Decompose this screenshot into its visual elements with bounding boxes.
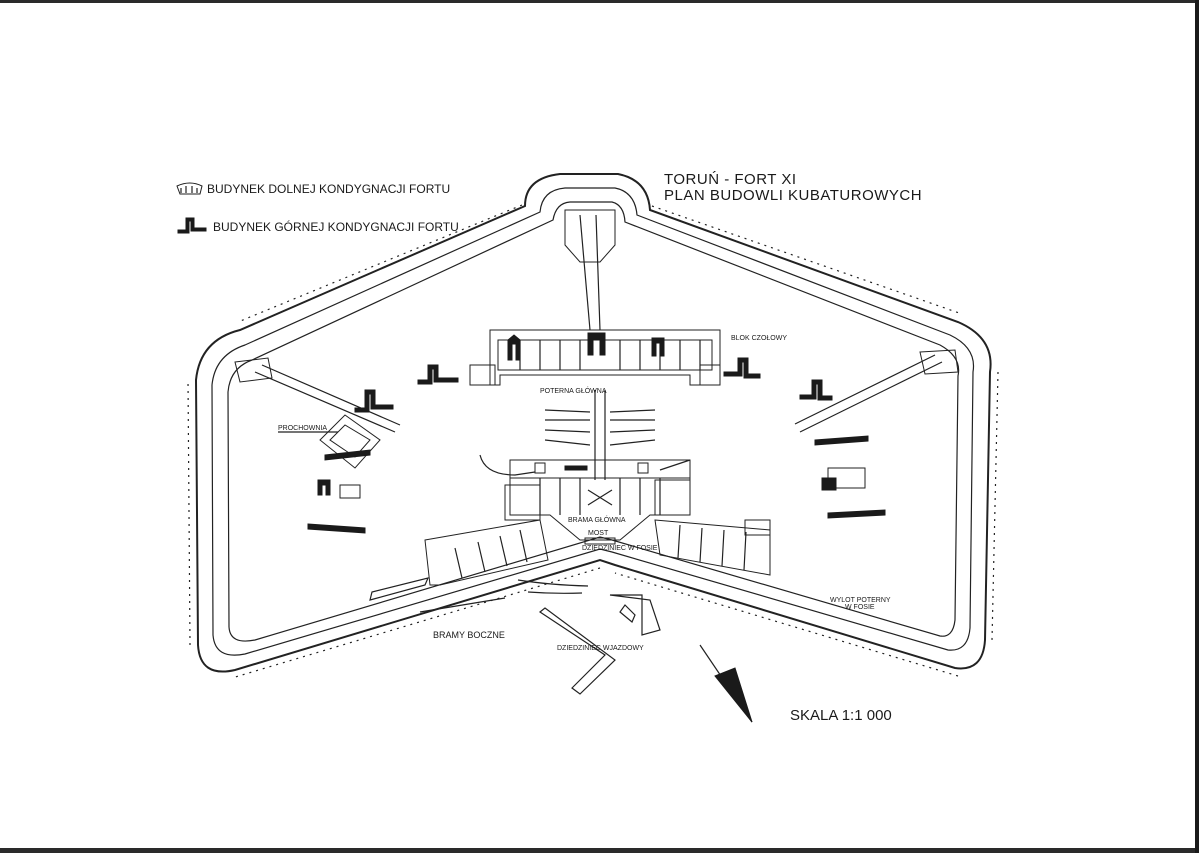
right-wing-barracks xyxy=(654,479,771,576)
upper-floor-shelters xyxy=(354,357,833,413)
scale-label: SKALA 1:1 000 xyxy=(790,707,892,724)
poterna-glowna xyxy=(479,209,691,480)
upper-floor-symbol xyxy=(177,217,207,234)
north-arrow xyxy=(699,644,753,723)
legend-symbols xyxy=(176,182,207,234)
title-line-1: TORUŃ - FORT XI xyxy=(664,171,797,188)
gorge-lines xyxy=(369,577,661,695)
label-wylot-poterny: WYLOT POTERNY xyxy=(830,597,891,604)
legend-upper-floor-label: BUDYNEK GÓRNEJ KONDYGNACJI FORTU xyxy=(213,219,459,234)
fort-outline xyxy=(187,173,999,679)
label-dziedziniec-wjazdowy: DZIEDZINIEC WJAZDOWY xyxy=(557,645,644,652)
prochownia-building xyxy=(319,414,381,469)
label-brama-glowna: BRAMA GŁÓWNA xyxy=(568,515,626,524)
title-line-2: PLAN BUDOWLI KUBATUROWYCH xyxy=(664,187,922,204)
label-blok-czolowy: BLOK CZOŁOWY xyxy=(731,335,787,342)
label-poterna-glowna: POTERNA GŁÓWNA xyxy=(540,386,607,395)
lower-floor-symbol xyxy=(176,182,203,195)
label-prochownia: PROCHOWNIA xyxy=(278,425,327,432)
right-shoulder xyxy=(794,349,959,519)
scan-edge-top xyxy=(0,0,1199,3)
left-shoulder xyxy=(234,357,401,534)
legend-lower-floor-label: BUDYNEK DOLNEJ KONDYGNACJI FORTU xyxy=(207,182,450,196)
blok-czolowy xyxy=(469,329,721,386)
label-most: MOST xyxy=(588,530,609,537)
left-wing-barracks xyxy=(424,484,549,586)
label-bramy-boczne: BRAMY BOCZNE xyxy=(433,630,505,640)
label-dziedziniec-w-fosie: DZIEDZINIEC W FOSIE xyxy=(582,545,658,552)
label-wylot-w-fosie: W FOSIE xyxy=(845,604,875,611)
scan-edge-right xyxy=(1195,0,1199,853)
scan-edge-bottom xyxy=(0,848,1199,853)
